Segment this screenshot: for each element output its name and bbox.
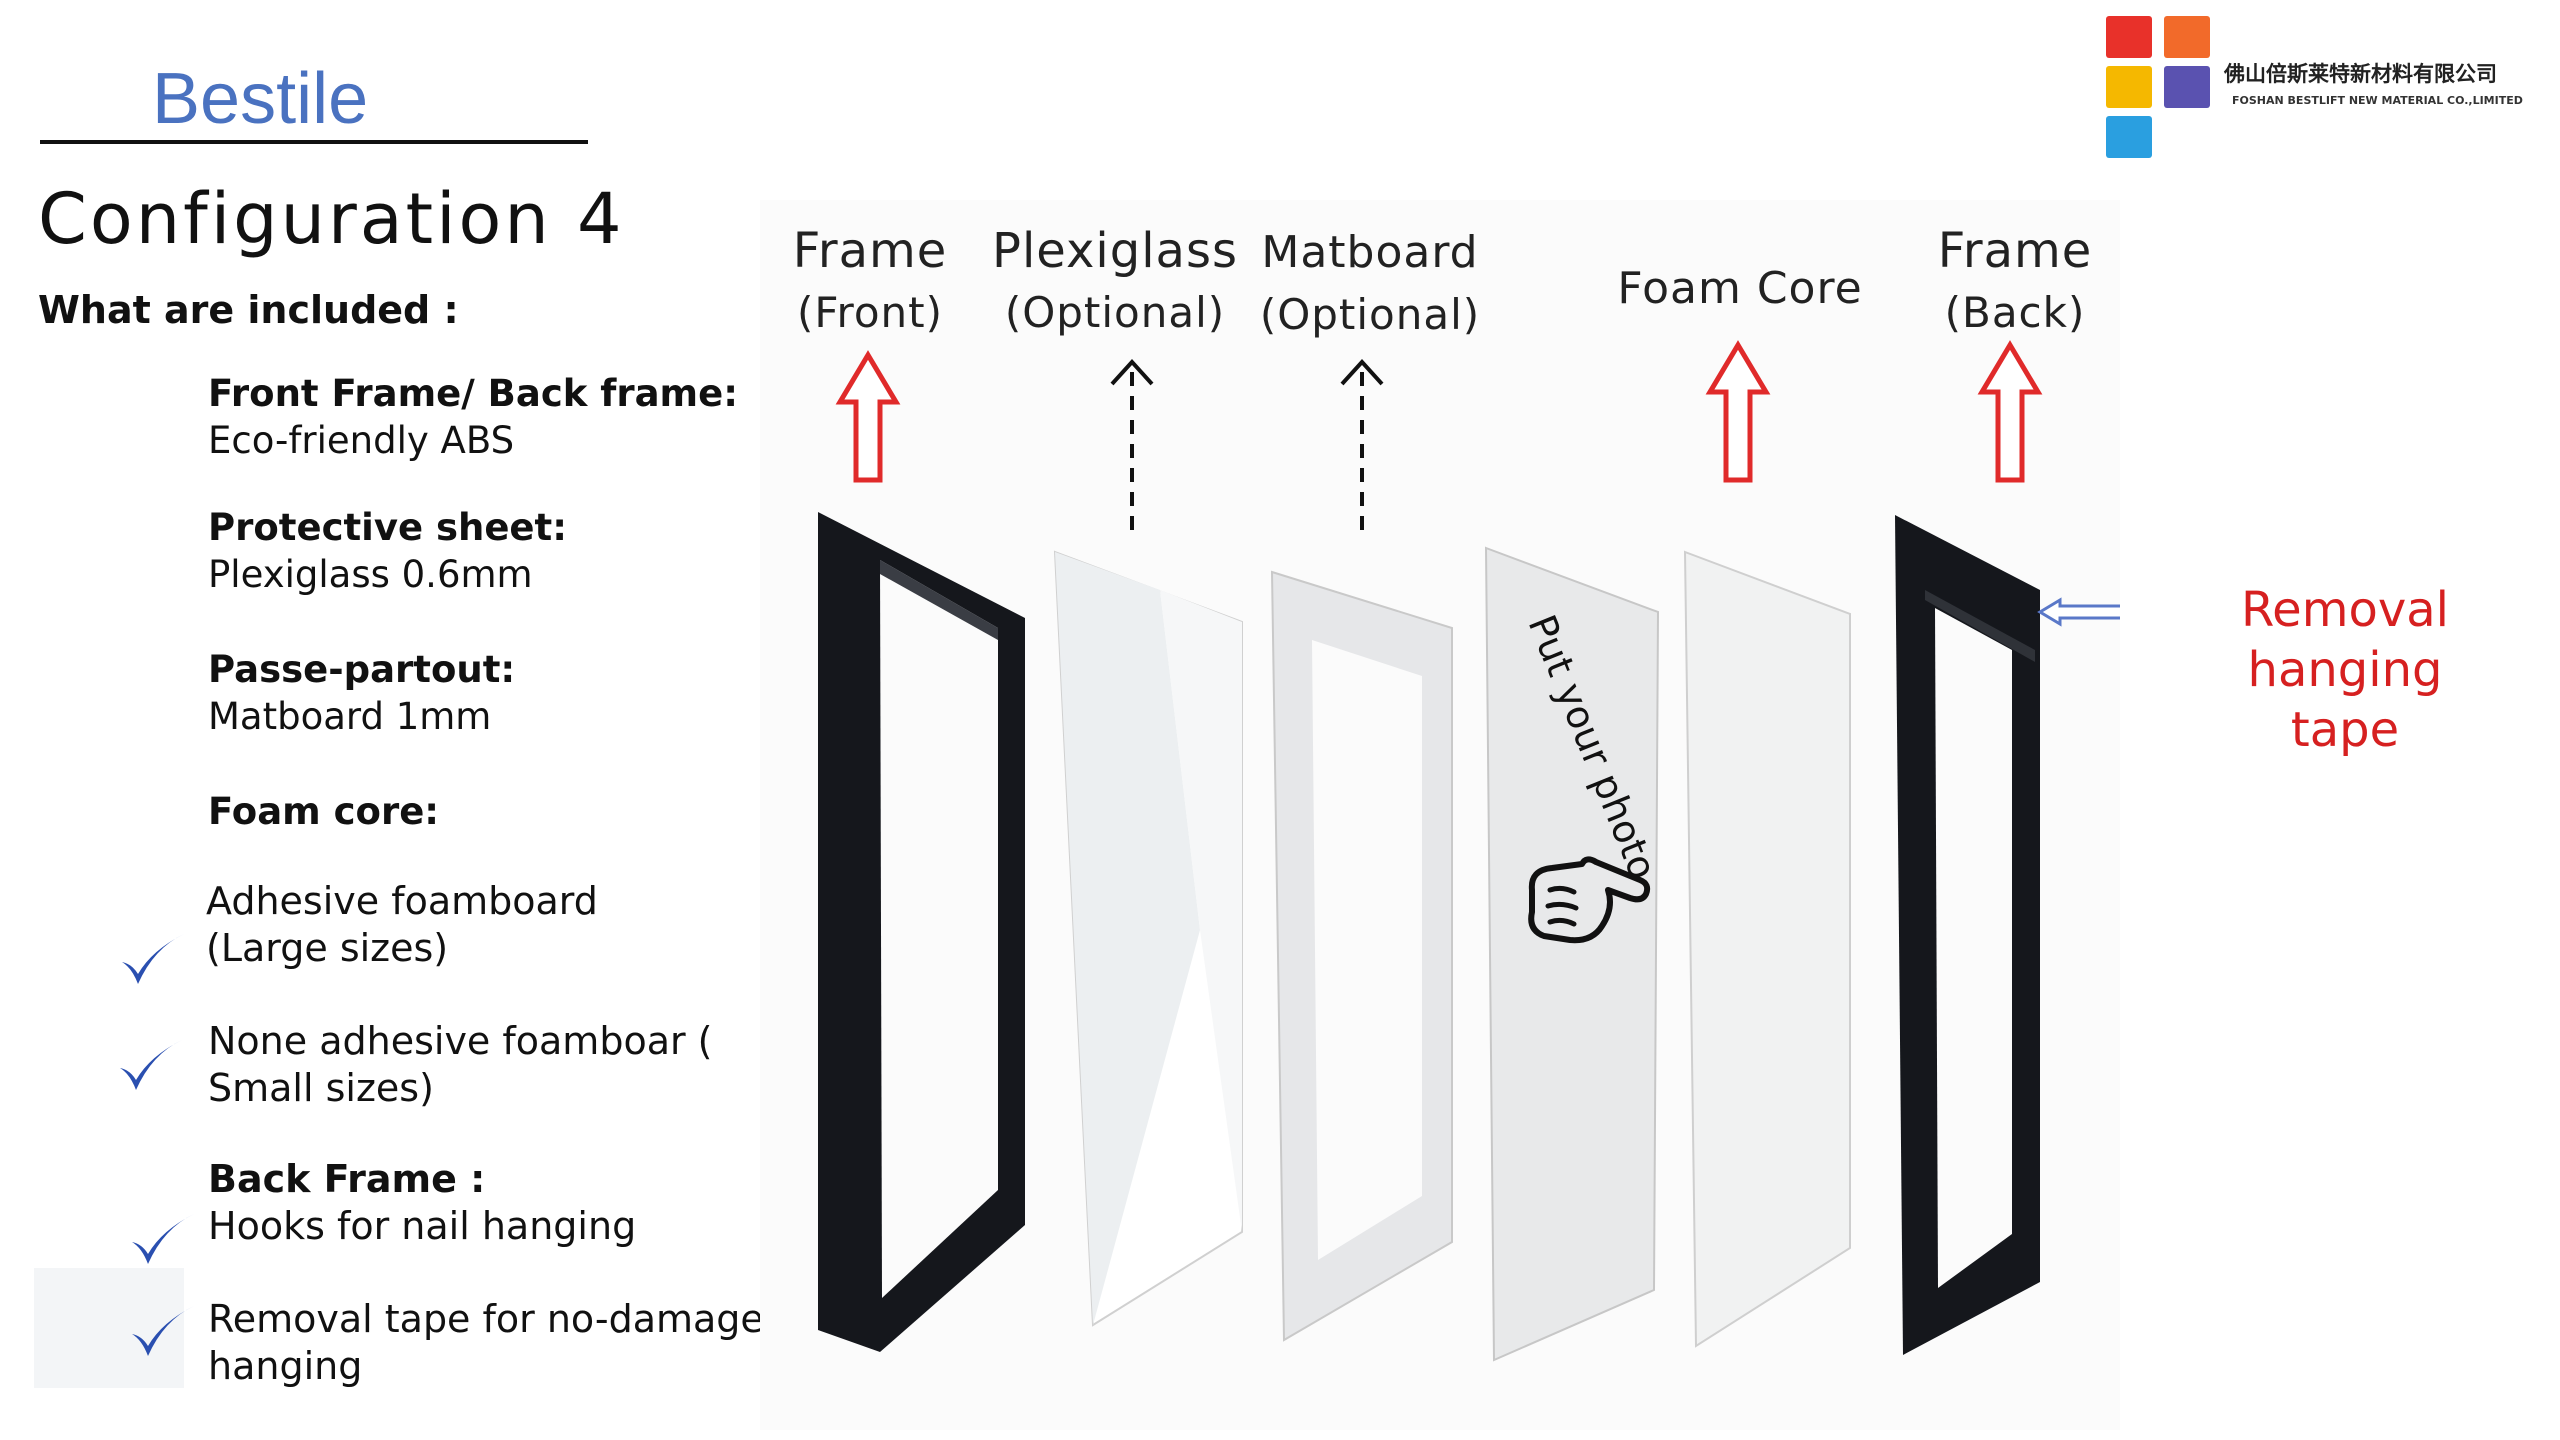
front-frame-layer [818,512,1025,1352]
option-line: Adhesive foamboard [206,879,598,923]
dashed-black-up-arrow [1340,359,1384,538]
label-line: Frame [792,223,948,279]
spec-heading: Passe-partout: [208,648,516,691]
spec-frame: Front Frame/ Back frame: Eco-friendly AB… [208,370,738,464]
foam-core-layer [1683,550,1851,1348]
back-frame-layer [1895,515,2040,1355]
label-frame-back: Frame (Back) [1910,220,2120,344]
dashed-black-up-arrow [1110,359,1154,538]
label-line: Foam Core [1617,263,1863,314]
diagram-drawing [818,340,2120,1362]
spec-value: Matboard 1mm [208,695,492,738]
spec-heading: Front Frame/ Back frame: [208,372,738,415]
spec-heading: Protective sheet: [208,506,567,549]
label-foam-core: Foam Core [1600,258,1880,320]
checkmark-icon [128,1208,198,1268]
logo-tile-yellow [2106,66,2152,108]
logo-tile-blue [2106,116,2152,158]
back-frame-item: Removal tape for no-damage [208,1297,764,1341]
matboard-layer [1270,570,1453,1342]
pointing-hand-icon [1528,856,1651,944]
label-line: Matboard [1261,227,1479,278]
included-label: What are included : [38,288,459,332]
foam-option-adhesive: Adhesive foamboard (Large sizes) [206,878,598,972]
label-line: (Back) [1944,288,2086,337]
configuration-title: Configuration 4 [38,178,625,260]
label-line: (Optional) [1004,288,1226,337]
note-line: hanging [2247,642,2443,698]
logo-tile-red [2106,16,2152,58]
label-line: (Front) [796,288,943,337]
back-frame-heading: Back Frame : [208,1157,486,1201]
label-line: Frame [1937,223,2093,279]
label-plexiglass: Plexiglass (Optional) [990,220,1240,344]
label-line: (Optional) [1259,290,1481,339]
option-line: Small sizes) [208,1066,434,1110]
note-line: tape [2290,702,2400,758]
solid-red-up-arrow [835,350,901,483]
spec-passe-partout: Passe-partout: Matboard 1mm [208,646,515,740]
checkmark-icon [118,928,188,988]
back-frame-item: hanging [208,1344,363,1388]
back-frame-tape-item: Removal tape for no-damage hanging [208,1296,764,1390]
back-frame-section: Back Frame : Hooks for nail hanging [208,1156,636,1250]
photo-backing-layer [1484,546,1660,1362]
solid-red-up-arrow [1977,340,2043,483]
company-name-en: FOSHAN BESTLIFT NEW MATERIAL CO.,LIMITED [2232,94,2523,107]
note-line: Removal [2240,582,2449,638]
company-name-cn: 佛山倍斯莱特新材料有限公司 [2224,61,2497,86]
foam-option-non-adhesive: None adhesive foamboar ( Small sizes) [208,1018,713,1112]
back-frame-item: Hooks for nail hanging [208,1204,637,1248]
option-line: (Large sizes) [206,926,449,970]
logo-tile-purple [2164,66,2210,108]
plexiglass-layer [1053,550,1243,1327]
left-arrow-icon [2037,597,2120,627]
solid-red-up-arrow [1705,340,1771,483]
decorative-watermark-shape [34,1268,184,1388]
spec-value: Eco-friendly ABS [208,419,515,462]
label-matboard: Matboard (Optional) [1250,222,1490,346]
brand-underline [40,140,588,144]
logo-tile-orange [2164,16,2210,58]
checkmark-icon [128,1300,198,1360]
spec-heading: Foam core: [208,790,440,833]
spec-protective-sheet: Protective sheet: Plexiglass 0.6mm [208,504,567,598]
brand-title: Bestile [152,59,369,139]
label-line: Plexiglass [992,223,1238,279]
checkmark-icon [116,1034,186,1094]
label-frame-front: Frame (Front) [770,220,970,344]
removal-tape-note: Removal hanging tape [2210,580,2480,760]
spec-value: Plexiglass 0.6mm [208,553,533,596]
option-line: None adhesive foamboar ( [208,1019,713,1063]
spec-foam-core: Foam core: [208,788,439,835]
